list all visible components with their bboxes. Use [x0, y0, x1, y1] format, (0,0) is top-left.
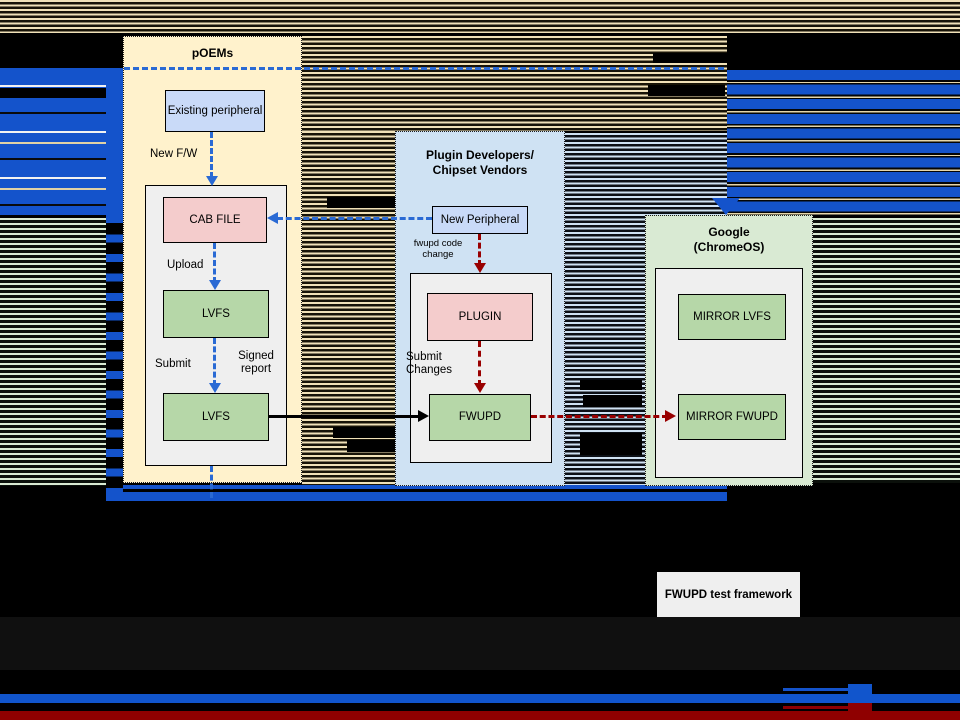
edge-signed-report-label: Signed report: [238, 350, 274, 375]
node-mirror-lvfs: MIRROR LVFS: [678, 294, 786, 340]
glitch-black-band-left: [0, 88, 106, 98]
group-google-title: Google (ChromeOS): [645, 225, 813, 255]
group-google-title-line1: Google: [708, 225, 750, 239]
glitch-bluebars-right: [727, 70, 960, 215]
edge-newfw-arrowhead: [206, 176, 218, 186]
glitch-blue-column-dashed: [106, 215, 123, 500]
redaction-blob-top-right: [653, 53, 960, 63]
node-cab-file-label: CAB FILE: [189, 213, 241, 226]
redaction-blob-mid-3: [580, 433, 642, 455]
glitch-blue-line-under-diagram: [123, 485, 727, 489]
bottom-dark-band: [0, 617, 960, 670]
node-mirror-fwupd-label: MIRROR FWUPD: [686, 410, 778, 423]
edge-poems-exit-dashed-line: [210, 466, 213, 498]
group-poems-title: pOEMs: [191, 46, 234, 60]
node-fwupd-test-framework: FWUPD test framework: [657, 572, 800, 617]
edge-lvfs-to-fwupd-line: [269, 415, 421, 418]
edge-newfw-label: New F/W: [150, 148, 198, 160]
edge-newfw-line: [210, 132, 213, 178]
glitch-stripes-green-right: [813, 218, 960, 483]
glitch-blue-bar-under-diagram: [106, 492, 727, 501]
glitch-stripes-tan-mid: [302, 36, 727, 131]
edge-upload-label: Upload: [167, 259, 204, 271]
node-lvfs-report: LVFS: [163, 393, 269, 441]
node-new-peripheral-label: New Peripheral: [440, 213, 520, 226]
edge-newperipheral-to-cab-line: [277, 217, 432, 220]
bottom-blue-blob: [848, 684, 872, 705]
edge-submit-changes-arrowhead: [474, 383, 486, 393]
edge-submit-line: [213, 338, 216, 386]
edge-fwupd-to-mirror-line: [531, 415, 668, 418]
node-lvfs-report-label: LVFS: [202, 410, 230, 423]
glitch-blue-arrowhead-down: [712, 198, 740, 215]
node-new-peripheral: New Peripheral: [432, 206, 528, 234]
bottom-blue-bar: [0, 694, 960, 703]
edge-submit-label: Submit: [155, 358, 191, 370]
node-existing-peripheral-label: Existing peripheral: [167, 104, 263, 117]
redaction-blob-gap-bottom-1: [333, 427, 395, 438]
node-plugin: PLUGIN: [427, 293, 533, 341]
node-existing-peripheral: Existing peripheral: [165, 90, 265, 132]
glitch-stripes-lightblue-gap: [565, 133, 645, 486]
node-mirror-fwupd: MIRROR FWUPD: [678, 394, 786, 440]
edge-upload-line: [213, 243, 216, 283]
group-google-title-line2: (ChromeOS): [693, 240, 765, 254]
bottom-red-bar: [0, 711, 960, 720]
bottom-red-blob: [848, 703, 872, 720]
redaction-blob-gap-top: [327, 197, 395, 208]
edge-lvfs-to-fwupd-arrowhead: [418, 410, 429, 422]
redaction-blob-gap-bottom-2: [347, 440, 395, 452]
group-plugin-developers-title: Plugin Developers/ Chipset Vendors: [395, 148, 565, 178]
edge-submit-arrowhead: [209, 383, 221, 393]
redaction-blob-upper-right: [648, 85, 725, 96]
node-fwupd: FWUPD: [429, 394, 531, 441]
redaction-blob-mid-2: [583, 395, 642, 407]
edge-fwupd-code-change-line: [478, 234, 481, 266]
glitch-stripes-tan-top: [0, 0, 960, 33]
node-mirror-lvfs-label: MIRROR LVFS: [693, 310, 771, 323]
bottom-blue-thin-line: [783, 688, 848, 691]
node-cab-file: CAB FILE: [163, 197, 267, 243]
redaction-blob-mid-1: [580, 380, 642, 390]
glitch-blue-column-solid: [106, 68, 123, 215]
glitch-stripes-green-left: [0, 218, 106, 486]
edge-submit-changes-label: Submit Changes: [406, 351, 453, 376]
node-lvfs-upload-label: LVFS: [202, 307, 230, 320]
group-plugin-developers-title-line1: Plugin Developers/: [425, 148, 535, 162]
node-lvfs-upload: LVFS: [163, 290, 269, 338]
edge-submit-changes-line: [478, 341, 481, 386]
edge-newperipheral-to-cab-arrowhead: [267, 212, 278, 224]
edge-google-to-poems-dashed-line: [124, 67, 724, 70]
edge-fwupd-code-change-arrowhead: [474, 263, 486, 273]
edge-upload-arrowhead: [209, 280, 221, 290]
edge-fwupd-to-mirror-arrowhead: [665, 410, 676, 422]
bottom-red-thin-line: [783, 706, 848, 709]
node-plugin-label: PLUGIN: [458, 310, 502, 323]
glitch-stripes-tan-gap: [302, 131, 395, 486]
group-plugin-developers-title-line2: Chipset Vendors: [432, 163, 528, 177]
node-fwupd-label: FWUPD: [458, 411, 502, 423]
edge-fwupd-code-change-label: fwupd code change: [413, 238, 463, 260]
node-fwupd-test-framework-label: FWUPD test framework: [664, 588, 793, 601]
